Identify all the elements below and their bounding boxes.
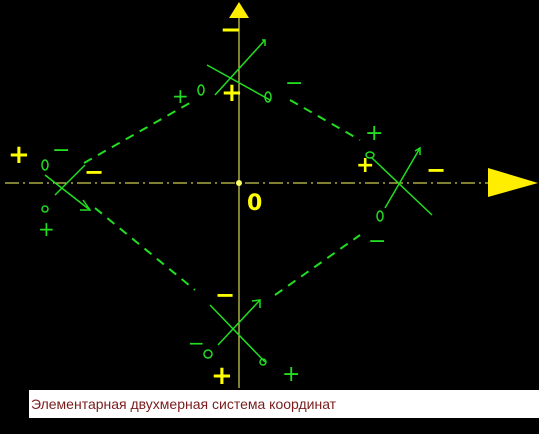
left-plus-green-sign: + <box>38 217 55 241</box>
bottom-plus-yellow-sign: + <box>211 361 233 391</box>
caption: Элементарная двухмерная система координа… <box>31 396 337 412</box>
bottom-node <box>203 299 267 366</box>
right-minus-green-sign: − <box>368 229 386 254</box>
right-minus-yellow-sign: − <box>426 156 446 184</box>
dashed-diamond <box>83 99 361 296</box>
left-minus-green-sign: − <box>52 138 70 163</box>
top-minus-sign: − <box>220 15 242 45</box>
right-plus-yellow-sign: + <box>356 153 374 178</box>
left-plus-sign: + <box>8 140 30 170</box>
bottom-plus-green-sign: + <box>282 362 300 387</box>
left-minus-yellow-sign: − <box>84 158 104 186</box>
bottom-minus-sign: − <box>215 281 235 309</box>
left-node <box>41 159 92 213</box>
x-axis-arrow <box>488 168 538 197</box>
top-plus-sign: + <box>221 78 243 108</box>
top-node <box>197 39 272 103</box>
right-node <box>365 146 433 222</box>
y-axis-arrow <box>229 2 249 18</box>
caption-bar: Элементарная двухмерная система координа… <box>29 390 539 418</box>
top-right-minus-sign: − <box>285 71 303 96</box>
top-left-plus-sign: + <box>172 84 189 108</box>
origin-point <box>236 180 242 186</box>
bottom-minus-green-sign: − <box>188 331 205 355</box>
origin-label: 0 <box>247 191 262 216</box>
right-plus-green-sign: + <box>365 121 383 146</box>
